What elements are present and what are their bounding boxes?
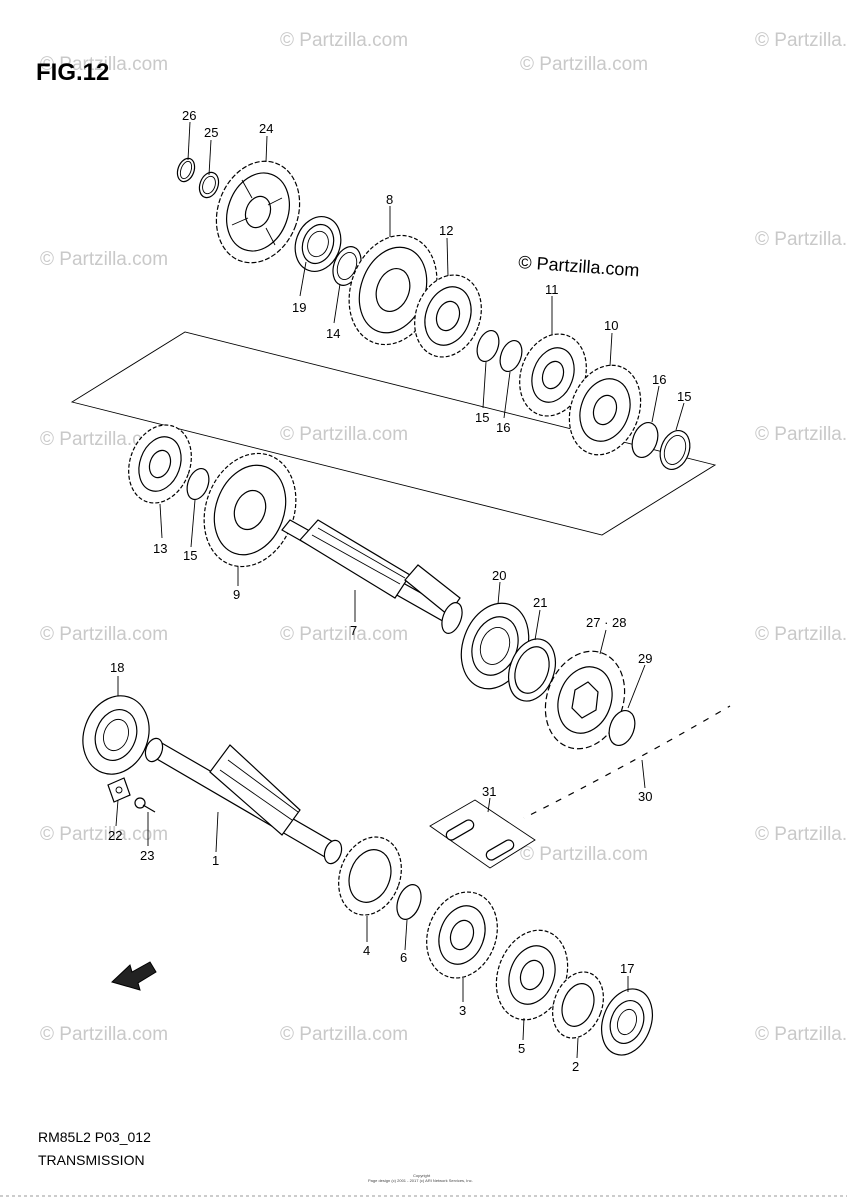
part-11-gear xyxy=(519,333,587,417)
part-27-28-sprocket xyxy=(544,650,626,750)
part-label: 25 xyxy=(204,125,218,140)
part-label: 11 xyxy=(545,282,559,297)
part-labels: 26 25 24 8 12 19 14 11 10 16 15 15 16 13… xyxy=(108,108,691,1074)
watermark: © Partzilla.com xyxy=(520,54,648,75)
part-1-driveshaft xyxy=(144,737,343,865)
watermark: © Partzilla.com xyxy=(755,1024,847,1045)
part-label: 20 xyxy=(492,568,506,583)
watermark: © Partzilla.com xyxy=(755,424,847,445)
part-label: 26 xyxy=(182,108,196,123)
watermark: © Partzilla.com xyxy=(280,1024,408,1045)
watermark: © Partzilla.com xyxy=(40,1024,168,1045)
watermark: © Partzilla.com xyxy=(280,424,408,445)
watermark: © Partzilla.com xyxy=(280,30,408,51)
part-label: 17 xyxy=(620,961,634,976)
watermark-layer: © Partzilla.com © Partzilla.com © Partzi… xyxy=(40,30,847,1045)
part-15-circlip xyxy=(476,329,500,363)
part-label: 4 xyxy=(363,943,370,958)
part-label: 31 xyxy=(482,784,496,799)
watermark: © Partzilla.com xyxy=(520,844,648,865)
part-label: 30 xyxy=(638,789,652,804)
fine-print-page-design: Page design (c) 2001 - 2017 (c) ARI Netw… xyxy=(368,1178,473,1183)
part-2-gear xyxy=(552,971,604,1039)
leader-lines xyxy=(115,121,685,1059)
countershaft-group-outline xyxy=(70,331,717,536)
part-label: 13 xyxy=(153,541,167,556)
section-name: TRANSMISSION xyxy=(38,1152,145,1168)
part-31-master-link xyxy=(429,799,536,869)
part-label: 14 xyxy=(326,326,340,341)
part-label: 12 xyxy=(439,223,453,238)
part-label: 15 xyxy=(183,548,197,563)
watermark: © Partzilla.com xyxy=(755,624,847,645)
part-17-bearing xyxy=(601,988,653,1056)
part-label: 16 xyxy=(652,372,666,387)
watermark: © Partzilla.com xyxy=(755,229,847,250)
part-29-circlip xyxy=(608,709,636,747)
part-15-circlip-right xyxy=(659,430,691,470)
part-label: 29 xyxy=(638,651,652,666)
watermark: © Partzilla.com xyxy=(280,624,408,645)
part-7-countershaft xyxy=(281,519,463,634)
part-label: 1 xyxy=(212,853,219,868)
copyright-mark: © Partzilla.com xyxy=(518,252,640,280)
part-25-washer xyxy=(198,171,220,199)
part-label: 18 xyxy=(110,660,124,675)
part-label: 27 · 28 xyxy=(586,615,626,630)
part-10-gear xyxy=(568,364,642,456)
part-label: 8 xyxy=(386,192,393,207)
part-label: 7 xyxy=(350,623,357,638)
part-19-bearing xyxy=(294,216,342,272)
part-label: 24 xyxy=(259,121,273,136)
part-label: 10 xyxy=(604,318,618,333)
part-label: 15 xyxy=(677,389,691,404)
figure-title: FIG.12 xyxy=(36,59,109,86)
part-15-circlip-left xyxy=(186,467,210,501)
part-24-gear xyxy=(215,160,301,264)
fwd-arrow-icon xyxy=(111,961,157,991)
fine-print-copyright: Copyright xyxy=(413,1173,431,1178)
part-9-gear xyxy=(203,452,297,568)
part-23-screw xyxy=(134,797,156,813)
watermark: © Partzilla.com xyxy=(755,30,847,51)
part-3-gear xyxy=(426,891,498,979)
part-label: 21 xyxy=(533,595,547,610)
part-16-washer xyxy=(499,339,523,373)
part-label: 9 xyxy=(233,587,240,602)
part-26-circlip xyxy=(176,157,196,183)
part-18-bearing xyxy=(82,695,150,775)
part-30-drive-chain xyxy=(522,703,732,821)
part-label: 2 xyxy=(572,1059,579,1074)
part-21-oil-seal xyxy=(508,638,556,702)
part-13-gear xyxy=(128,424,192,504)
part-label: 6 xyxy=(400,950,407,965)
part-label: 16 xyxy=(496,420,510,435)
part-label: 3 xyxy=(459,1003,466,1018)
part-22-stopper xyxy=(107,777,131,803)
watermark: © Partzilla.com xyxy=(40,54,168,75)
part-label: 22 xyxy=(108,828,122,843)
watermark: © Partzilla.com xyxy=(755,824,847,845)
model-code: RM85L2 P03_012 xyxy=(38,1129,151,1145)
part-label: 23 xyxy=(140,848,154,863)
part-16-washer-right xyxy=(631,421,659,459)
part-4-gear xyxy=(338,836,402,916)
part-label: 19 xyxy=(292,300,306,315)
watermark: © Partzilla.com xyxy=(40,249,168,270)
part-6-washer xyxy=(396,884,422,920)
part-label: 15 xyxy=(475,410,489,425)
part-12-gear xyxy=(414,274,482,358)
watermark: © Partzilla.com xyxy=(40,824,168,845)
watermark: © Partzilla.com xyxy=(40,624,168,645)
part-label: 5 xyxy=(518,1041,525,1056)
